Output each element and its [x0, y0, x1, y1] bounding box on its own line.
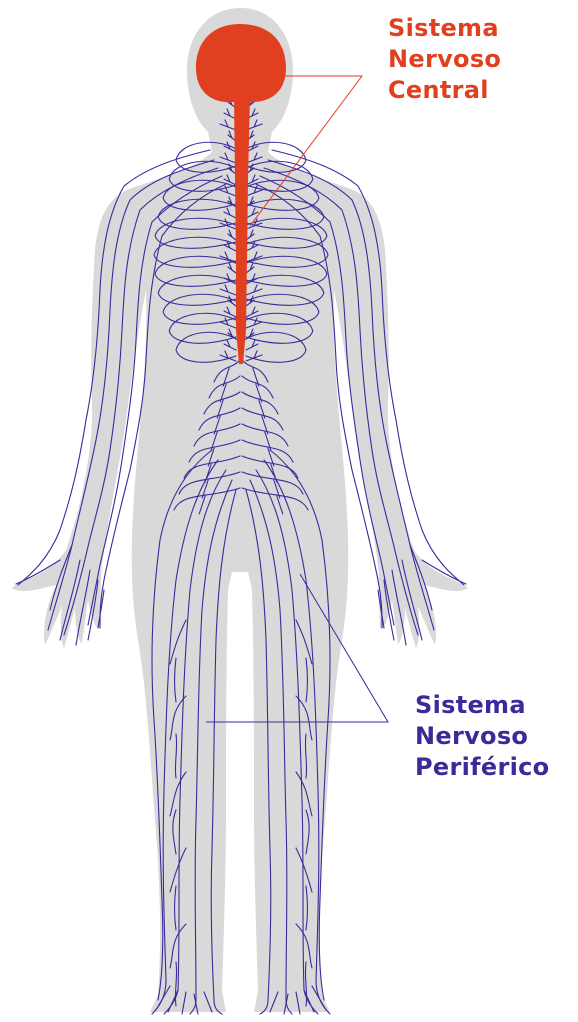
- central-label-line-3: Central: [388, 75, 501, 106]
- peripheral-nervous-system-label: Sistema Nervoso Periférico: [415, 690, 549, 783]
- central-nervous-system-label: Sistema Nervoso Central: [388, 13, 501, 106]
- peripheral-label-line-2: Nervoso: [415, 721, 549, 752]
- brain-shape: [196, 24, 286, 102]
- peripheral-label-line-3: Periférico: [415, 752, 549, 783]
- central-label-line-1: Sistema: [388, 13, 501, 44]
- peripheral-label-line-1: Sistema: [415, 690, 549, 721]
- central-label-line-2: Nervoso: [388, 44, 501, 75]
